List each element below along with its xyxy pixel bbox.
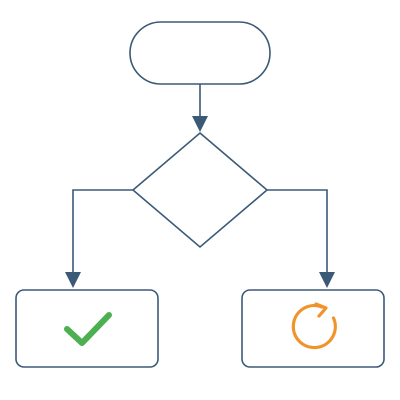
connector-decision-to-retry <box>267 189 335 288</box>
start-node <box>129 21 271 85</box>
connector-decision-to-success <box>65 189 133 288</box>
checkmark-icon <box>64 312 112 346</box>
refresh-icon <box>291 302 337 350</box>
success-node <box>15 289 159 368</box>
retry-node <box>241 289 385 368</box>
decision-node <box>131 131 269 249</box>
